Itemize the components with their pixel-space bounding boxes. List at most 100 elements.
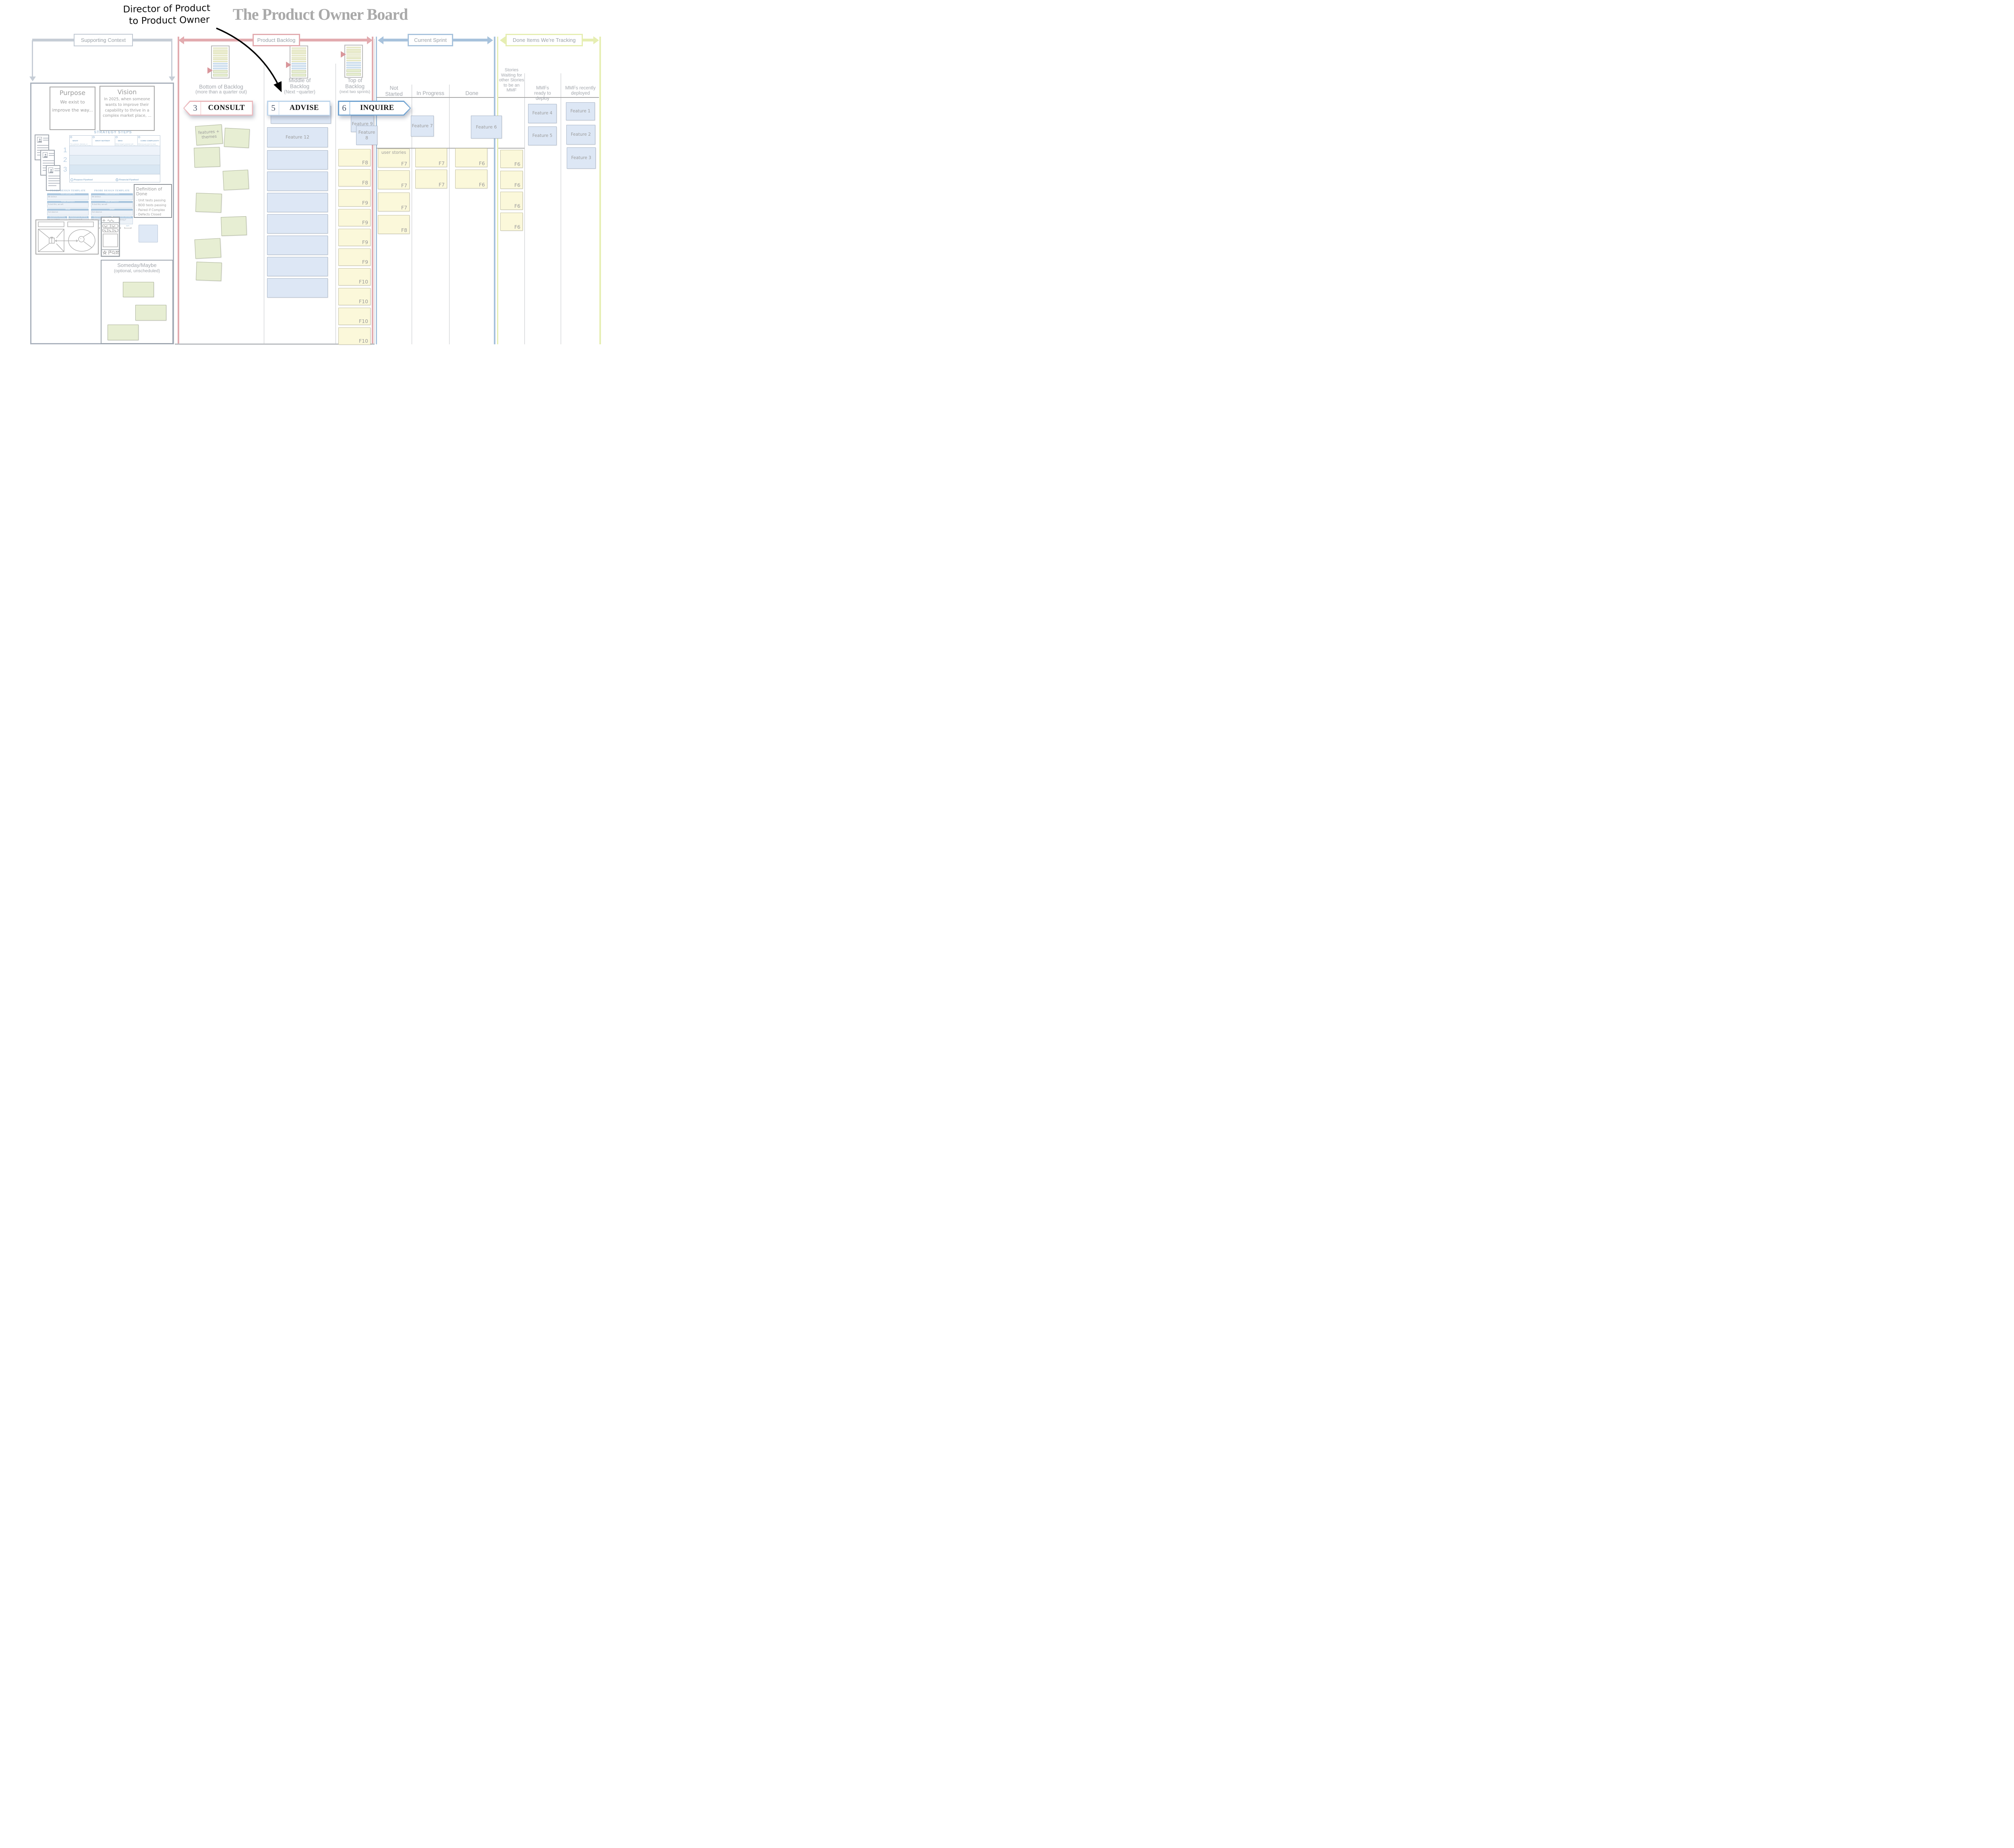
marker-triangle-icon — [286, 62, 291, 68]
inquire-label: INQUIRE — [360, 104, 394, 112]
sprint-left-border — [375, 37, 377, 344]
dollar-icon: $ — [116, 178, 118, 181]
sticky-note[interactable]: F10 — [338, 268, 371, 286]
sticky-note[interactable]: F8 — [338, 169, 371, 186]
backlog-document-icon — [341, 45, 363, 78]
sticky-note[interactable] — [194, 238, 222, 259]
sticky-note[interactable]: F9 — [338, 209, 371, 226]
middle-backlog-header: Middle of Backlog (Next ~quarter) — [284, 77, 315, 95]
annotation: Director of Product to Product Owner — [114, 2, 220, 27]
left-arrow-icon — [178, 36, 184, 44]
page-title: The Product Owner Board — [232, 5, 408, 23]
sticky-note[interactable] — [267, 236, 328, 255]
star-icon — [102, 250, 108, 255]
bottom-backlog-header: Bottom of Backlog (more than a quarter o… — [195, 84, 247, 95]
blank-blue-card[interactable] — [139, 225, 158, 242]
flag-icon — [108, 250, 112, 255]
story-card[interactable]: F6 — [455, 170, 487, 188]
feature-card[interactable]: Feature 3 — [567, 147, 596, 169]
strategy-col-who: WHO Which target customer will adopt you… — [115, 136, 138, 146]
sticky-note[interactable] — [108, 325, 139, 340]
sticky-note[interactable]: F9 — [338, 229, 371, 246]
story-card[interactable]: F7 — [378, 170, 410, 189]
purpose-body: We exist to improve the way... — [52, 99, 93, 113]
board-bottom-line — [175, 344, 375, 345]
purpose-title: Purpose — [59, 89, 86, 97]
feature-card[interactable]: Feature 4 — [528, 104, 557, 123]
sticky-note[interactable]: F9 — [338, 189, 371, 207]
in-progress-header: In Progress — [416, 90, 445, 96]
strategy-row-number: 2 — [63, 156, 67, 163]
sticky-note[interactable] — [135, 305, 166, 321]
divider-line — [376, 97, 494, 98]
people-icon — [115, 136, 118, 138]
sticky-note[interactable]: F10 — [338, 288, 371, 305]
advise-ribbon[interactable]: 5 ADVISE — [267, 101, 330, 116]
sticky-note[interactable]: F9 — [338, 248, 371, 266]
divider-line — [449, 85, 450, 344]
sticky-note[interactable] — [195, 192, 222, 213]
divider-line — [374, 39, 375, 344]
strategy-steps-grid: WHAT The products, features, or services… — [69, 135, 160, 174]
backlog-document-icon — [207, 46, 230, 79]
strategy-steps-title: STRATEGY STEPS — [94, 130, 132, 134]
sticky-note[interactable] — [224, 128, 250, 148]
sticky-note[interactable] — [267, 214, 328, 234]
feature-card[interactable]: Feature 6 — [471, 116, 502, 139]
right-arrow-icon — [487, 36, 493, 44]
strategy-col-core-complexity: CORE COMPLEXITY What do you need to lear… — [138, 136, 160, 146]
left-arrow-icon — [500, 36, 506, 44]
someday-maybe-title: Someday/Maybe — [117, 262, 157, 268]
story-card[interactable]: F8 — [378, 215, 410, 234]
annotation-line1: Director of Product — [123, 3, 211, 15]
sticky-note[interactable] — [221, 216, 247, 236]
purpose-card: Purpose We exist to improve the way... — [50, 87, 95, 130]
supporting-context-label: Supporting Context — [74, 34, 133, 46]
inquire-ribbon[interactable]: 6 INQUIRE — [338, 101, 411, 116]
vision-body: In 2025, when someone wants to improve t… — [103, 97, 151, 118]
sticky-note[interactable] — [267, 257, 328, 276]
sticky-note[interactable] — [267, 150, 328, 170]
sticky-note[interactable]: F10 — [338, 308, 371, 325]
sticky-note[interactable]: Feature 12 — [267, 127, 328, 147]
sticky-note[interactable] — [196, 261, 222, 281]
divider-line — [498, 148, 524, 149]
story-card[interactable]: F7 — [415, 170, 447, 188]
sticky-note[interactable] — [267, 193, 328, 212]
story-card[interactable]: F6 — [500, 150, 523, 168]
story-card[interactable]: F6 — [455, 148, 487, 167]
sticky-note[interactable] — [123, 282, 154, 297]
purpose-flywheel: ♡Purpose Flywheel How will each step cre… — [70, 178, 93, 181]
definition-of-done-card: Definition of Done - Unit tests passing … — [134, 184, 172, 218]
feature-card[interactable]: Feature 5 — [528, 126, 557, 145]
feature-card[interactable]: Feature 1 — [566, 102, 595, 120]
consult-step-number: 3 — [193, 103, 197, 113]
search-icon — [112, 250, 115, 254]
strategy-row-1 — [70, 146, 160, 155]
done-left-border — [497, 37, 498, 344]
feature-card[interactable]: Feature 7 — [411, 116, 434, 137]
sticky-note[interactable]: F10 — [338, 327, 371, 345]
sticky-note[interactable] — [222, 170, 249, 190]
sticky-note[interactable] — [267, 172, 328, 191]
divider-line — [376, 148, 494, 149]
sticky-note[interactable] — [194, 147, 220, 168]
backlog-left-border — [178, 37, 179, 344]
consult-ribbon[interactable]: 3 CONSULT — [183, 101, 253, 116]
strategy-row-2 — [70, 155, 160, 165]
story-card[interactable]: F7 — [415, 148, 447, 167]
left-arrow-icon — [378, 36, 383, 44]
flask-icon — [138, 136, 140, 138]
story-card[interactable]: F6 — [500, 213, 523, 231]
sticky-note[interactable]: F8 — [338, 149, 371, 166]
story-card[interactable]: F6 — [500, 171, 523, 189]
photo-placeholder-icon — [43, 152, 48, 158]
story-card[interactable]: F7 — [378, 192, 410, 211]
feature-card[interactable]: Feature 8 — [356, 126, 377, 145]
feature-card[interactable]: Feature 2 — [566, 125, 595, 145]
sticky-note[interactable] — [267, 278, 328, 298]
sticky-note[interactable]: features + themes — [195, 124, 223, 146]
story-card[interactable]: user stories F7 — [378, 149, 410, 168]
advise-label: ADVISE — [289, 104, 319, 112]
story-card[interactable]: F6 — [500, 192, 523, 210]
